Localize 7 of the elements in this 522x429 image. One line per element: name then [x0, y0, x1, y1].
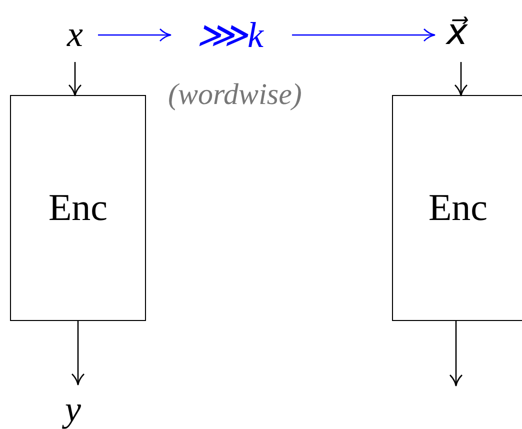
annotation-text: (wordwise)	[168, 78, 302, 112]
vector-label: x⃗	[440, 8, 474, 56]
encoder-box: Enc	[392, 95, 522, 321]
output-label: y	[58, 388, 88, 429]
encoder-box: Enc	[10, 95, 146, 321]
variable-label: x	[60, 12, 90, 56]
rotation-label: ⋙k	[176, 10, 284, 60]
